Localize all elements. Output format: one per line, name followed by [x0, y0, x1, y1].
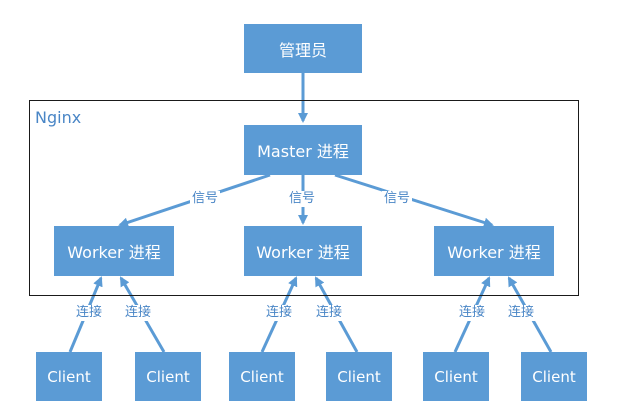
admin-box: 管理员 [244, 24, 362, 73]
connect-label-1: 连接 [74, 305, 105, 321]
client-box-2: Client [135, 352, 201, 401]
connect-label-3: 连接 [264, 305, 295, 321]
worker-process-box-3: Worker 进程 [434, 226, 554, 276]
master-process-box: Master 进程 [244, 125, 362, 175]
signal-label-1: 信号 [190, 191, 221, 207]
connect-label-2: 连接 [123, 305, 154, 321]
client-box-4: Client [326, 352, 392, 401]
arrow-master-to-worker-3 [334, 173, 494, 228]
connect-label-4: 连接 [314, 305, 345, 321]
client-box-5: Client [423, 352, 489, 401]
nginx-title: Nginx [35, 108, 82, 127]
client-box-1: Client [36, 352, 102, 401]
connect-label-5: 连接 [457, 305, 488, 321]
connect-label-6: 连接 [506, 305, 537, 321]
worker-process-box-2: Worker 进程 [244, 226, 362, 276]
worker-process-box-1: Worker 进程 [54, 226, 174, 276]
client-box-3: Client [229, 352, 295, 401]
signal-label-3: 信号 [382, 191, 413, 207]
client-box-6: Client [521, 352, 587, 401]
nginx-container [29, 100, 579, 296]
signal-label-2: 信号 [287, 191, 318, 207]
